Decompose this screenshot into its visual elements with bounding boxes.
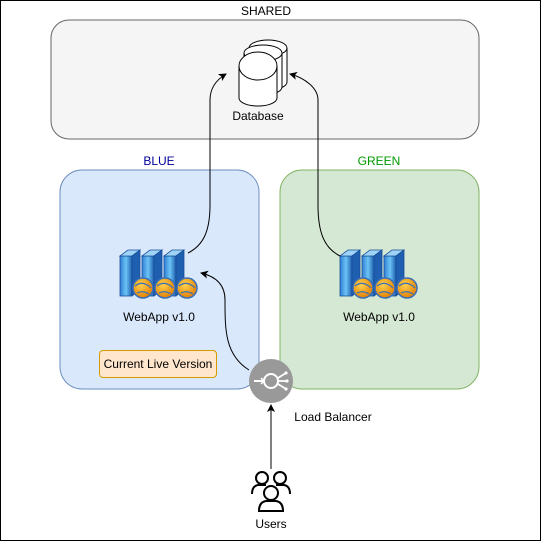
shared-label: SHARED <box>240 4 291 18</box>
users-icon[interactable] <box>251 471 291 512</box>
green-webapp-label: WebApp v1.0 <box>343 310 415 324</box>
current-live-version-badge: Current Live Version <box>99 350 217 378</box>
lb-to-blue-arrow <box>200 270 250 371</box>
load-balancer-label: Load Balancer <box>294 410 372 424</box>
database-label: Database <box>232 109 284 123</box>
blue-webapp-label: WebApp v1.0 <box>123 310 195 324</box>
green-label: GREEN <box>357 154 401 168</box>
users-label: Users <box>255 517 287 531</box>
blue-to-db-arrow <box>187 73 227 254</box>
load-balancer-icon[interactable] <box>249 359 293 403</box>
blue-label: BLUE <box>143 154 175 168</box>
green-server-cluster-icon[interactable] <box>338 249 418 299</box>
blue-server-cluster-icon[interactable] <box>118 249 198 299</box>
green-to-db-arrow <box>289 71 341 257</box>
database-icon[interactable] <box>238 39 288 107</box>
